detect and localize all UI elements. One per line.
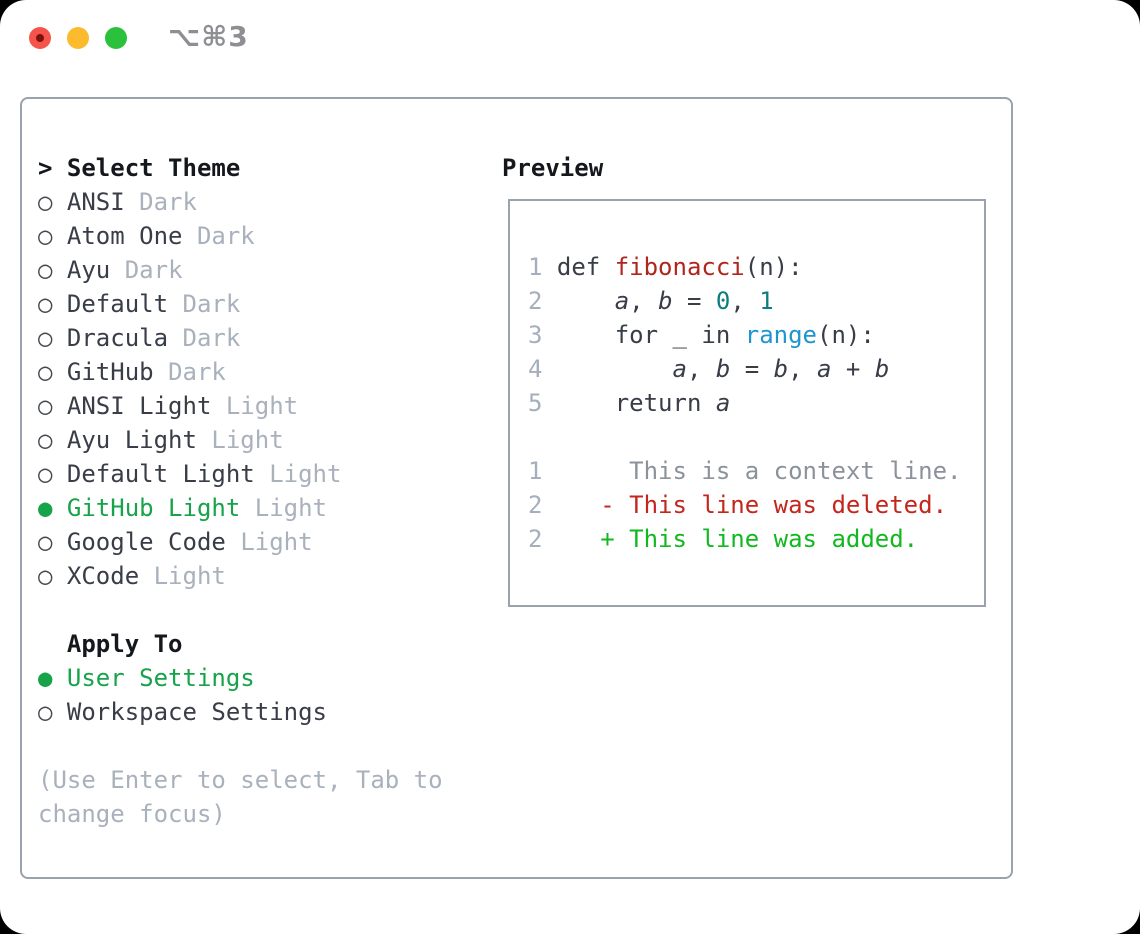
- theme-variant-tag: Light: [254, 494, 327, 522]
- close-button[interactable]: [29, 27, 51, 49]
- select-theme-header: > Select Theme: [38, 151, 502, 185]
- spacer: [38, 729, 502, 763]
- radio-icon: ○: [38, 324, 53, 352]
- maximize-button[interactable]: [105, 27, 127, 49]
- spacer: [38, 593, 502, 627]
- theme-option[interactable]: ○ XCode Light: [38, 559, 502, 593]
- theme-option[interactable]: ● GitHub Light Light: [38, 491, 502, 525]
- radio-icon: ○: [38, 290, 53, 318]
- radio-icon: ○: [38, 528, 53, 556]
- theme-list: ○ ANSI Dark○ Atom One Dark○ Ayu Dark○ De…: [38, 185, 502, 593]
- theme-name: Ayu Light: [66, 426, 197, 454]
- radio-icon: ○: [38, 358, 53, 386]
- theme-selector-panel: > Select Theme ○ ANSI Dark○ Atom One Dar…: [20, 97, 1013, 879]
- selected-radio-icon: ●: [38, 494, 53, 522]
- preview-title: Preview: [502, 154, 604, 182]
- code-line: 4 a, b = b, a + b: [528, 355, 890, 383]
- theme-name: Dracula: [66, 324, 169, 352]
- theme-option[interactable]: ○ Ayu Light Light: [38, 423, 502, 457]
- theme-option[interactable]: ○ ANSI Dark: [38, 185, 502, 219]
- preview-column: Preview 1 def fibonacci(n): 2 a, b = 0, 1…: [502, 151, 1011, 877]
- theme-variant-tag: Light: [153, 562, 226, 590]
- theme-variant-tag: Light: [269, 460, 342, 488]
- radio-icon: ○: [38, 392, 53, 420]
- minimize-button[interactable]: [67, 27, 89, 49]
- window-shortcut-label: ⌥⌘3: [168, 20, 249, 53]
- theme-variant-tag: Light: [211, 426, 284, 454]
- code-line: 1 This is a context line.: [528, 457, 962, 485]
- theme-variant-tag: Dark: [168, 358, 226, 386]
- keyboard-hint-text: (Use Enter to select, Tab to change focu…: [38, 766, 443, 828]
- theme-name: Default Light: [66, 460, 255, 488]
- theme-variant-tag: Dark: [182, 290, 241, 318]
- theme-name: Default: [66, 290, 169, 318]
- theme-variant-tag: Light: [225, 392, 299, 420]
- theme-name: Atom One: [66, 222, 183, 250]
- prompt-caret-icon: >: [38, 154, 53, 182]
- radio-icon: ○: [38, 188, 53, 216]
- theme-name: GitHub: [66, 358, 154, 386]
- preview-code-box: 1 def fibonacci(n): 2 a, b = 0, 1 3 for _ …: [508, 199, 986, 607]
- code-line: 2 + This line was added.: [528, 525, 919, 553]
- apply-to-option[interactable]: ○ Workspace Settings: [38, 695, 502, 729]
- select-theme-title: Select Theme: [66, 154, 241, 182]
- apply-to-title: Apply To: [66, 630, 183, 658]
- theme-option[interactable]: ○ ANSI Light Light: [38, 389, 502, 423]
- theme-option[interactable]: ○ GitHub Dark: [38, 355, 502, 389]
- code-line: [528, 420, 984, 454]
- theme-selector-column: > Select Theme ○ ANSI Dark○ Atom One Dar…: [38, 151, 502, 877]
- theme-name: GitHub Light: [66, 494, 241, 522]
- theme-variant-tag: Dark: [124, 256, 183, 284]
- radio-icon: ○: [38, 562, 53, 590]
- apply-to-header: Apply To: [38, 627, 502, 661]
- code-line: 1 def fibonacci(n):: [528, 253, 803, 281]
- theme-option[interactable]: ○ Default Dark: [38, 287, 502, 321]
- theme-name: XCode: [66, 562, 140, 590]
- radio-icon: ○: [38, 256, 53, 284]
- theme-variant-tag: Dark: [182, 324, 241, 352]
- radio-icon: ○: [38, 222, 53, 250]
- theme-name: ANSI: [66, 188, 125, 216]
- selected-radio-icon: ●: [38, 664, 53, 692]
- theme-variant-tag: Light: [240, 528, 313, 556]
- theme-variant-tag: Dark: [139, 188, 197, 216]
- code-line: 2 a, b = 0, 1: [528, 287, 774, 315]
- apply-to-name: User Settings: [66, 664, 255, 692]
- code-line: 5 return a: [528, 389, 731, 417]
- theme-variant-tag: Dark: [196, 222, 255, 250]
- theme-option[interactable]: ○ Ayu Dark: [38, 253, 502, 287]
- apply-to-list: ● User Settings○ Workspace Settings: [38, 661, 502, 729]
- radio-icon: ○: [38, 460, 53, 488]
- code-line: 2 - This line was deleted.: [528, 491, 948, 519]
- theme-option[interactable]: ○ Dracula Dark: [38, 321, 502, 355]
- apply-to-name: Workspace Settings: [66, 698, 327, 726]
- radio-icon: ○: [38, 426, 53, 454]
- theme-option[interactable]: ○ Google Code Light: [38, 525, 502, 559]
- theme-option[interactable]: ○ Atom One Dark: [38, 219, 502, 253]
- theme-option[interactable]: ○ Default Light Light: [38, 457, 502, 491]
- apply-to-option[interactable]: ● User Settings: [38, 661, 502, 695]
- radio-icon: ○: [38, 698, 53, 726]
- theme-name: ANSI Light: [66, 392, 212, 420]
- theme-name: Google Code: [66, 528, 226, 556]
- theme-name: Ayu: [66, 256, 111, 284]
- title-bar: ⌥⌘3: [0, 0, 1140, 97]
- code-line: 3 for _ in range(n):: [528, 321, 875, 349]
